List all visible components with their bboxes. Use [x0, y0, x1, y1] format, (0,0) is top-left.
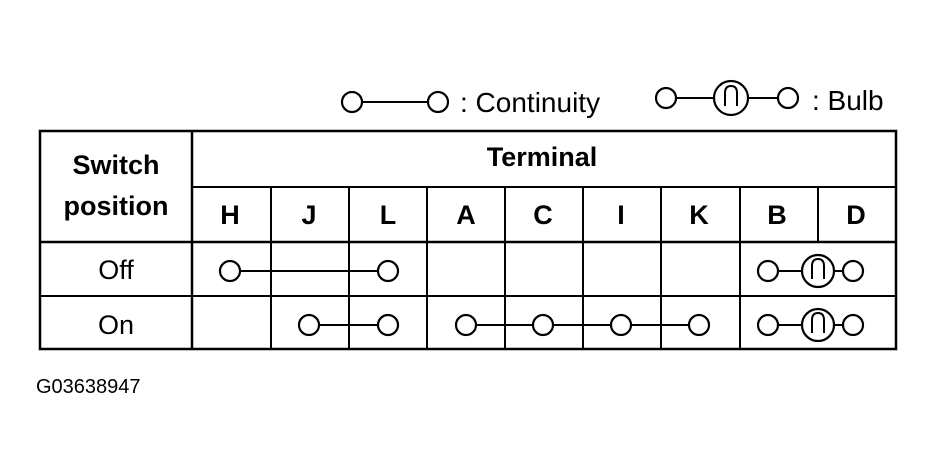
legend-continuity-label: : Continuity [460, 87, 600, 118]
bulb-terminal-node [841, 259, 865, 283]
bulb-icon [800, 253, 836, 289]
legend-bulb-label: : Bulb [812, 85, 884, 116]
continuity-node [687, 313, 711, 337]
switch-position-header-line2: position [64, 191, 169, 221]
terminal-label: L [380, 200, 397, 230]
continuity-node [609, 313, 633, 337]
terminal-label: I [617, 200, 625, 230]
figure-code: G03638947 [36, 376, 141, 398]
terminal-label: J [301, 200, 316, 230]
continuity-node [531, 313, 555, 337]
bulb-terminal-node [756, 313, 780, 337]
row-label-on: On [98, 310, 134, 340]
row-connections [218, 253, 865, 343]
terminal-label: C [533, 200, 553, 230]
bulb-filament [811, 257, 825, 279]
legend-bulb-symbol [654, 79, 800, 117]
terminal-table [38, 129, 898, 351]
continuity-node [376, 259, 400, 283]
legend-continuity-symbol [340, 90, 450, 114]
terminal-labels: H J L A C I K B D [220, 200, 866, 230]
bulb-icon [800, 307, 836, 343]
continuity-node [297, 313, 321, 337]
bulb-terminal-node [756, 259, 780, 283]
row-label-off: Off [98, 255, 134, 285]
bulb-terminal-node [841, 313, 865, 337]
continuity-node [454, 313, 478, 337]
bulb-filament [811, 311, 825, 333]
continuity-node [376, 313, 400, 337]
terminal-label: A [456, 200, 476, 230]
terminal-label: D [846, 200, 866, 230]
terminal-label: K [689, 200, 709, 230]
continuity-node [218, 259, 242, 283]
switch-position-header-line1: Switch [72, 150, 159, 180]
terminal-label: B [767, 200, 787, 230]
terminal-header: Terminal [487, 142, 598, 172]
terminal-label: H [220, 200, 240, 230]
legend: : Continuity : Bulb [340, 79, 884, 118]
